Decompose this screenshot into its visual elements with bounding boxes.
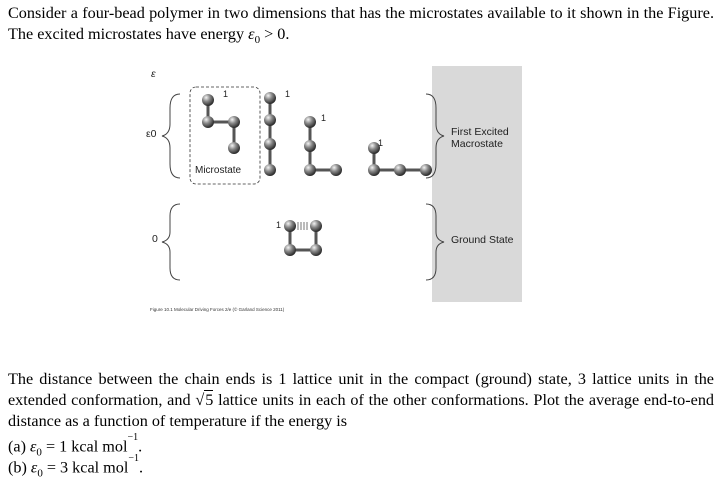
energy-axis-label: ε xyxy=(151,68,156,80)
microstate-label: Microstate xyxy=(195,165,242,177)
bead xyxy=(264,138,276,150)
bead-number-4: 1 xyxy=(378,138,384,148)
bead xyxy=(368,164,380,176)
bead xyxy=(228,142,240,154)
bead xyxy=(264,114,276,126)
bead xyxy=(310,220,322,232)
bead xyxy=(284,220,296,232)
problem-intro: Consider a four-bead polymer in two dime… xyxy=(8,4,714,47)
sqrt-expression: √5 xyxy=(195,390,214,409)
bead xyxy=(304,116,316,128)
bead xyxy=(202,94,214,106)
bead xyxy=(284,244,296,256)
bead xyxy=(264,92,276,104)
bead xyxy=(264,164,276,176)
bead-number-ground: 1 xyxy=(276,220,282,230)
item-a: (a) ε0 = 1 kcal mol−1. xyxy=(8,432,143,459)
first-excited-label-line1: First Excited xyxy=(451,126,509,138)
ground-left-brace xyxy=(161,203,181,281)
bead xyxy=(202,116,214,128)
bead-number-3: 1 xyxy=(321,113,327,123)
item-b: (b) ε0 = 3 kcal mol−1. xyxy=(8,453,144,480)
microstate-box xyxy=(189,86,261,185)
bead xyxy=(310,244,322,256)
bead-number-2: 1 xyxy=(285,89,291,99)
bead-number-1: 1 xyxy=(223,89,229,99)
macrostate-panel xyxy=(432,66,522,302)
ground-state-label: Ground State xyxy=(451,234,514,246)
bead xyxy=(394,164,406,176)
bead xyxy=(304,164,316,176)
polymer-microstates-figure: ε ε0 0 1 1 1 1 1 Microstate First Excite… xyxy=(140,64,524,324)
zero-level-label: 0 xyxy=(152,233,158,245)
figure-caption: Figure 10.1 Molecular Driving Forces 2/e… xyxy=(150,307,285,312)
figure-graphic xyxy=(161,66,522,302)
first-excited-label-line2: Macrostate xyxy=(451,138,503,150)
eps0-level-label: ε0 xyxy=(146,128,157,140)
bead xyxy=(304,140,316,152)
ground-right-brace xyxy=(425,203,445,281)
problem-body: The distance between the chain ends is 1… xyxy=(8,370,715,430)
excited-left-brace xyxy=(161,93,181,179)
bead xyxy=(368,142,380,154)
excited-right-brace xyxy=(425,93,445,179)
bead xyxy=(228,116,240,128)
bead xyxy=(330,164,342,176)
bead xyxy=(420,164,432,176)
